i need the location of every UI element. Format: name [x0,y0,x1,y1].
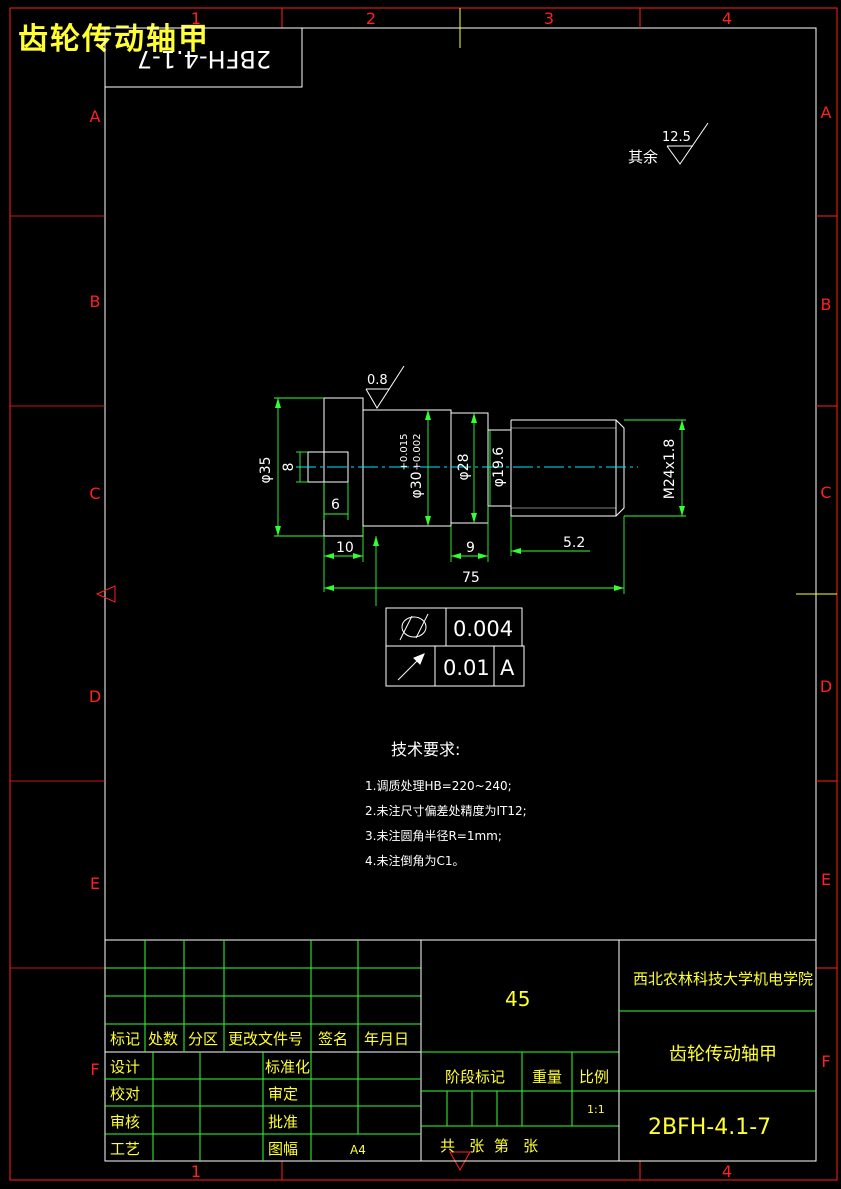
dimension-texts: φ35 8 6 φ30 +0.015 +0.002 φ28 φ19.6 M24x… [258,433,678,586]
zone-col-top-1: 1 [191,9,201,28]
role-sheet: 图幅 [268,1140,298,1158]
sheet-size: A4 [350,1143,366,1157]
zone-row-left-a: A [90,107,101,126]
zone-col-top-3: 3 [544,9,554,28]
tech-item-1: 1.调质处理HB=220~240; [365,779,512,793]
zone-row-left-f: F [90,1060,99,1079]
datum-letter: A [500,656,515,680]
dim-tol-low: +0.002 [412,433,423,470]
dimension-arrows [275,398,685,591]
dim-d35: φ35 [258,456,274,483]
dim-key-length: 6 [331,497,340,513]
zone-row-left-e: E [90,874,100,893]
header-date: 年月日 [364,1030,409,1048]
zone-row-right-f: F [821,1052,830,1071]
role-ratify: 批准 [268,1113,298,1131]
outer-border [9,7,838,1181]
weight-label: 重量 [532,1068,562,1086]
mirror-number-box: 2BFH-4.1-7 [104,27,303,88]
zone-row-right-b: B [821,295,832,314]
zone-col-top-4: 4 [722,9,732,28]
mirror-drawing-number: 2BFH-4.1-7 [137,45,271,73]
zone-row-right-d: D [820,677,832,696]
zone-col-bot-4: 4 [722,1162,732,1181]
technical-requirements: 技术要求: 1.调质处理HB=220~240; 2.未注尺寸偏差处精度为IT12… [365,740,527,868]
dim-thread: M24x1.8 [662,439,678,499]
header-sign: 签名 [318,1030,348,1048]
stage-label: 阶段标记 [445,1068,505,1086]
header-mark: 标记 [110,1030,140,1048]
dim-len9: 9 [466,540,475,556]
header-doc: 更改文件号 [228,1030,303,1048]
title-block [104,939,817,1162]
sheet-count: 共 张 第 张 [440,1137,538,1155]
drawing-frame [9,7,838,1181]
title-block-text: 标记 处数 分区 更改文件号 签名 年月日 设计 校对 审核 工艺 标准化 审定… [110,970,813,1158]
roughness-part: 0.8 [365,365,405,409]
cylindricity-icon [401,616,427,638]
zone-col-bot-1: 1 [191,1162,201,1181]
runout-value: 0.01 [443,656,490,680]
header-zone: 分区 [188,1030,218,1048]
zone-row-left-b: B [90,292,101,311]
cylindricity-value: 0.004 [453,617,513,641]
dim-d28: φ28 [456,453,472,480]
header-count: 处数 [148,1030,178,1048]
zone-row-right-e: E [821,870,831,889]
inner-border [104,27,817,1162]
roughness-rest-label: 其余 [628,148,658,166]
roughness-rest: 其余 12.5 [628,122,709,166]
tolerance-frames [385,607,525,687]
dim-key-width: 8 [281,463,297,472]
zone-row-right-c: C [820,483,831,502]
roughness-part-value: 0.8 [367,373,388,388]
dim-tol-up: +0.015 [399,433,410,470]
role-design: 设计 [110,1058,140,1076]
tech-heading: 技术要求: [391,740,460,759]
zone-row-left-d: D [89,687,101,706]
scale-value: 1:1 [587,1103,605,1116]
dim-d19: φ19.6 [491,447,507,488]
scale-label: 比例 [579,1068,609,1086]
dim-len52: 5.2 [563,535,585,551]
role-approve: 审定 [268,1085,298,1103]
school-name: 西北农林科技大学机电学院 [633,970,813,988]
role-check: 校对 [110,1085,140,1103]
dim-len75: 75 [462,570,480,586]
zone-col-top-2: 2 [366,9,376,28]
orientation-arrow-left [95,585,116,603]
tech-item-4: 4.未注倒角为C1。 [365,853,464,868]
material: 45 [505,987,530,1011]
zone-row-left-c: C [89,484,100,503]
dim-len10: 10 [336,540,354,556]
role-process: 工艺 [110,1140,140,1158]
tech-item-2: 2.未注尺寸偏差处精度为IT12; [365,803,527,818]
roughness-rest-value: 12.5 [662,130,691,145]
role-review: 审核 [110,1113,140,1131]
zone-row-right-a: A [821,103,832,122]
part-name: 齿轮传动轴甲 [669,1044,777,1065]
drawing-number: 2BFH-4.1-7 [648,1115,771,1140]
dim-d30: φ30 [409,471,425,498]
tech-item-3: 3.未注圆角半径R=1mm; [365,828,502,843]
role-standard: 标准化 [265,1058,310,1076]
